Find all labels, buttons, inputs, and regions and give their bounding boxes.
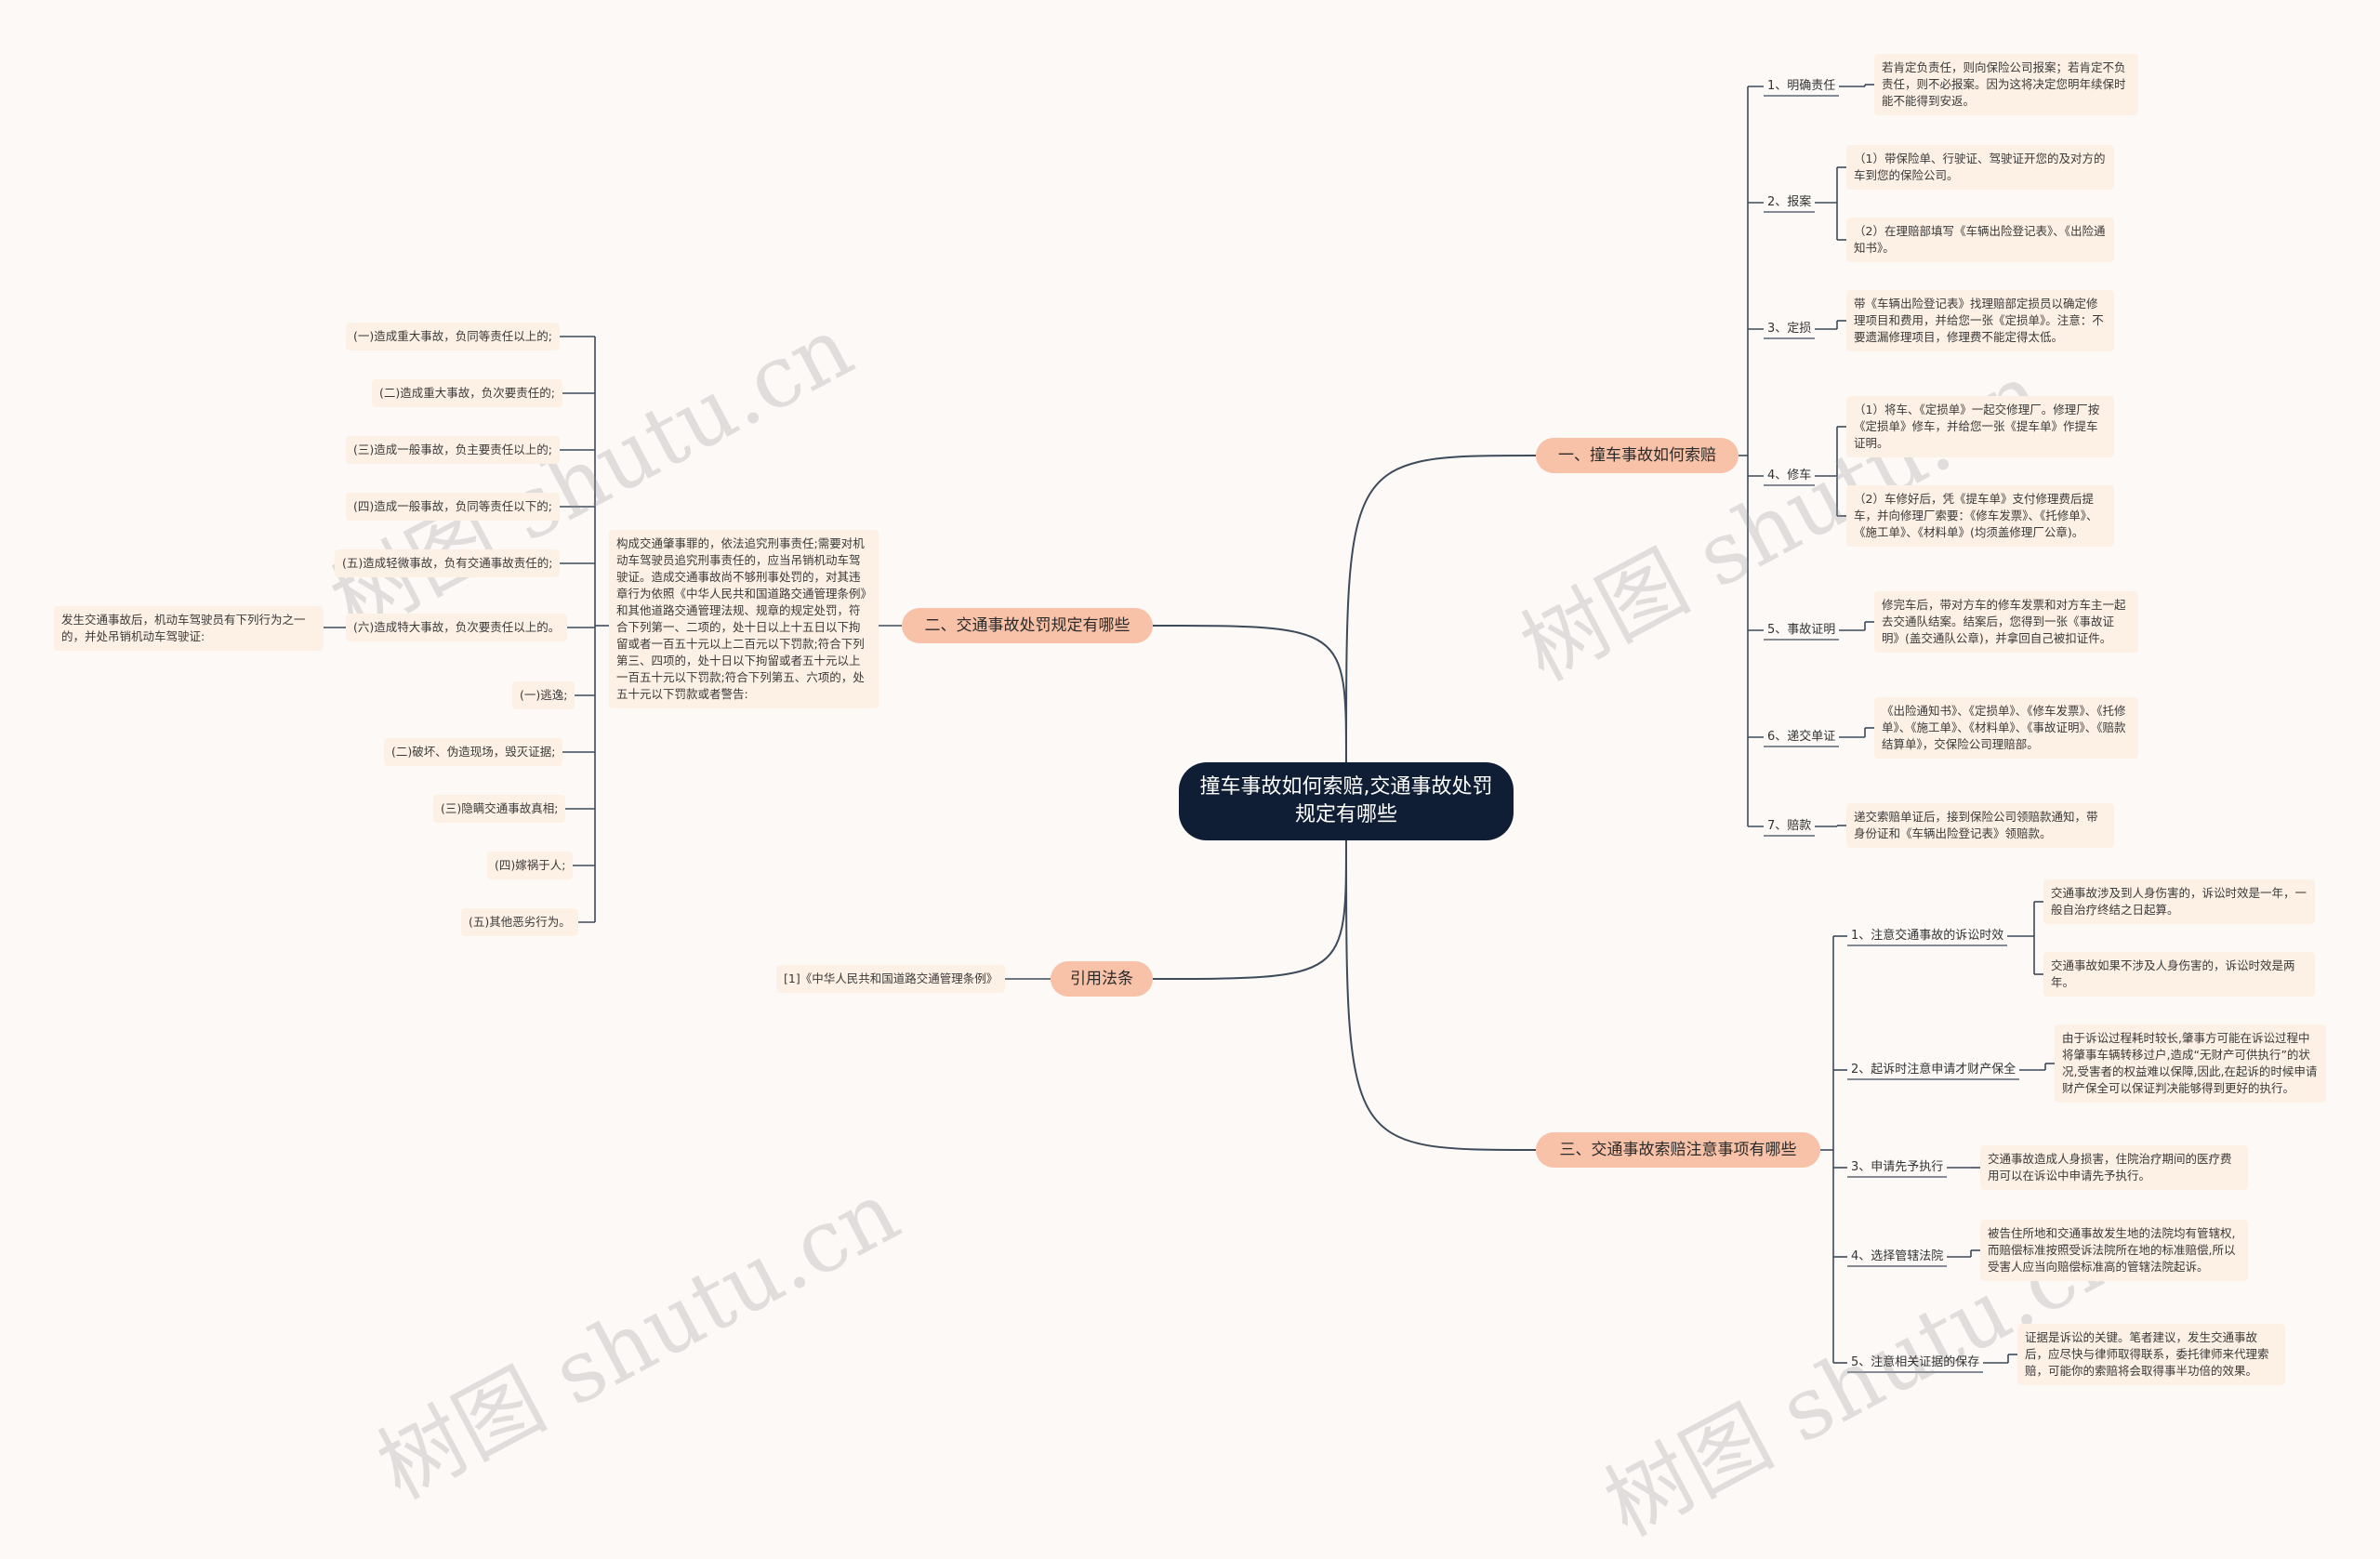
root-node[interactable]: 撞车事故如何索赔,交通事故处罚规定有哪些: [1179, 762, 1514, 840]
sub-node[interactable]: 3、申请先予执行: [1851, 1160, 1944, 1174]
leaf-note: 证据是诉讼的关键。笔者建议，发生交通事故后，应尽快与律师取得联系，委托律师来代理…: [2017, 1324, 2285, 1385]
connector-line: [1345, 455, 1537, 763]
leaf-note: （2）车修好后，凭《提车单》支付修理费后提车，并向修理厂索要：《修车发票》、《托…: [1846, 485, 2114, 547]
leaf-note: 由于诉讼过程耗时较长,肇事方可能在诉讼过程中将肇事车辆转移过户,造成“无财产可供…: [2055, 1024, 2326, 1103]
connector-line: [1152, 839, 1347, 980]
leaf-note: 带《车辆出险登记表》找理赔部定损员以确定修理项目和费用，并给您一张《定损单》。注…: [1846, 290, 2114, 351]
branch-claim-process[interactable]: 一、撞车事故如何索赔: [1536, 438, 1739, 473]
leaf-note: 发生交通事故后，机动车驾驶员有下列行为之一的，并处吊销机动车驾驶证:: [54, 606, 324, 651]
connector-line: [1152, 625, 1347, 763]
list-item: (二)造成重大事故，负次要责任的;: [372, 379, 562, 407]
sub-node[interactable]: 1、明确责任: [1767, 79, 1836, 93]
sub-node[interactable]: 6、递交单证: [1767, 730, 1836, 744]
leaf-note: （1）带保险单、行驶证、驾驶证开您的及对方的车到您的保险公司。: [1846, 145, 2114, 190]
branch-penalty-rules[interactable]: 二、交通事故处罚规定有哪些: [902, 608, 1153, 643]
sub-node[interactable]: 7、赔款: [1767, 819, 1812, 833]
connector-line: [1345, 839, 1537, 1151]
sub-node[interactable]: 3、定损: [1767, 322, 1812, 336]
sub-node[interactable]: 2、报案: [1767, 195, 1812, 209]
leaf-note: 交通事故造成人身损害，住院治疗期间的医疗费用可以在诉讼中申请先予执行。: [1980, 1145, 2248, 1190]
leaf-note: （2）在理赔部填写《车辆出险登记表》、《出险通知书》。: [1846, 218, 2114, 262]
leaf-note: 被告住所地和交通事故发生地的法院均有管辖权,而赔偿标准按照受诉法院所在地的标准赔…: [1980, 1220, 2248, 1281]
connector-lines: [324, 84, 2055, 1373]
branch-cited-law[interactable]: 引用法条: [1051, 961, 1153, 997]
leaf-note: 若肯定负责任，则向保险公司报案；若肯定不负责任，则不必报案。因为这将决定您明年续…: [1874, 54, 2138, 115]
list-item: (三)隐瞒交通事故真相;: [433, 795, 566, 823]
list-item: (四)嫁祸于人;: [487, 852, 574, 879]
list-item: (五)其他恶劣行为。: [461, 908, 578, 936]
sub-node[interactable]: 1、注意交通事故的诉讼时效: [1851, 929, 2004, 943]
sub-node[interactable]: 4、修车: [1767, 469, 1812, 482]
list-item: (三)造成一般事故，负主要责任以上的;: [346, 436, 560, 464]
list-item: (一)造成重大事故，负同等责任以上的;: [346, 323, 560, 350]
leaf-note: 构成交通肇事罪的，依法追究刑事责任;需要对机动车驾驶员追究刑事责任的，应当吊销机…: [609, 530, 879, 708]
leaf-note: 递交索赔单证后，接到保险公司领赔款通知，带身份证和《车辆出险登记表》领赔款。: [1846, 803, 2114, 848]
sub-node[interactable]: 5、注意相关证据的保存: [1851, 1355, 1980, 1369]
sub-node[interactable]: 5、事故证明: [1767, 623, 1836, 637]
leaf-note: 《出险通知书》、《定损单》、《修车发票》、《托修单》、《施工单》、《材料单》、《…: [1874, 697, 2138, 759]
leaf-note: 交通事故涉及到人身伤害的，诉讼时效是一年，一般自治疗终结之日起算。: [2043, 879, 2315, 924]
list-item: (一)逃逸;: [512, 681, 575, 709]
leaf-note: （1）将车、《定损单》一起交修理厂。修理厂按《定损单》修车，并给您一张《提车单》…: [1846, 396, 2114, 457]
list-item: (五)造成轻微事故，负有交通事故责任的;: [335, 549, 561, 577]
leaf-note: [1]《中华人民共和国道路交通管理条例》: [776, 965, 1006, 993]
sub-node[interactable]: 4、选择管辖法院: [1851, 1249, 1944, 1263]
branch-claim-notes[interactable]: 三、交通事故索赔注意事项有哪些: [1536, 1132, 1820, 1168]
sub-node[interactable]: 2、起诉时注意申请才财产保全: [1851, 1063, 2016, 1077]
leaf-note: 交通事故如果不涉及人身伤害的，诉讼时效是两年。: [2043, 952, 2315, 997]
leaf-note: 修完车后，带对方车的修车发票和对方车主一起去交通队结案。结案后，您得到一张《事故…: [1874, 591, 2138, 653]
list-item: (二)破坏、伪造现场，毁灭证据;: [384, 738, 563, 766]
list-item: (六)造成特大事故，负次要责任以上的。: [346, 614, 568, 641]
list-item: (四)造成一般事故，负同等责任以下的;: [346, 493, 560, 521]
